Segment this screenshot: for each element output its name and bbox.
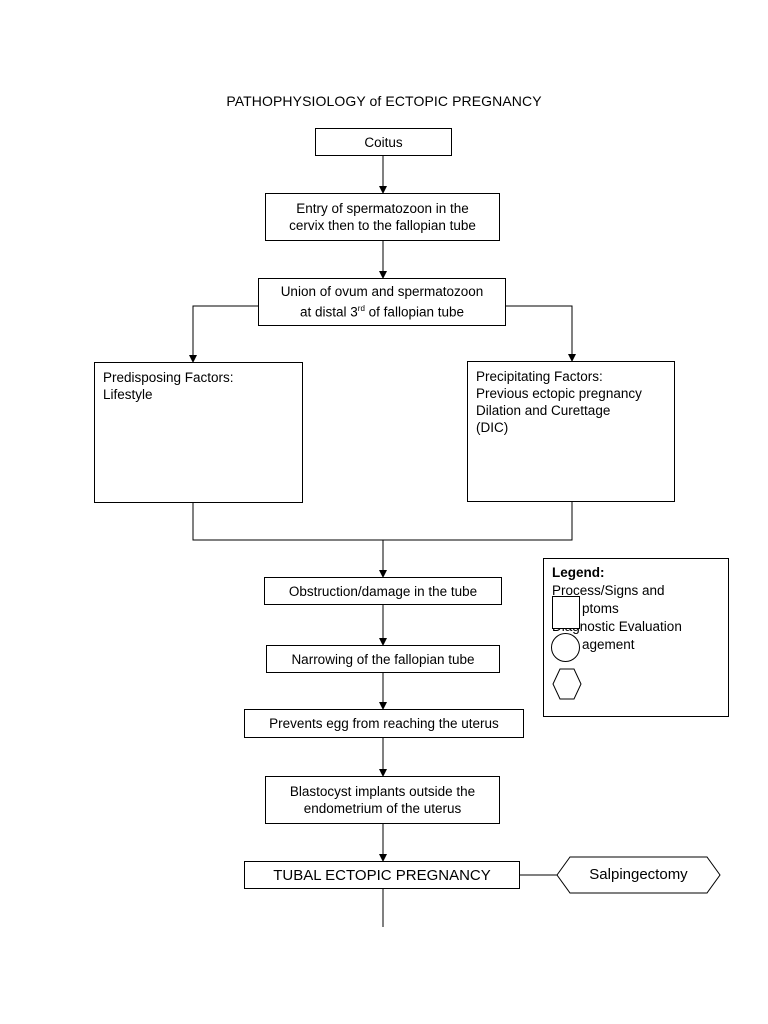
coitus-box: Coitus	[315, 128, 452, 156]
legend-line-4: agement	[582, 637, 635, 652]
tubal-ectopic-pregnancy-box: TUBAL ECTOPIC PREGNANCY	[244, 861, 520, 889]
salpingectomy-label: Salpingectomy	[589, 866, 688, 883]
precipitating-factors-box: Precipitating Factors: Previous ectopic …	[467, 361, 675, 502]
obstruction-box: Obstruction/damage in the tube	[264, 577, 502, 605]
legend-hexagon-icon	[552, 668, 582, 700]
precipitating-line-1: Precipitating Factors:	[476, 369, 603, 384]
union-line-2-sup: rd	[357, 304, 365, 314]
tubal-label: TUBAL ECTOPIC PREGNANCY	[273, 866, 491, 884]
union-line-2-post: of fallopian tube	[364, 304, 464, 320]
legend-line-2: ptoms	[582, 601, 619, 616]
prevents-box: Prevents egg from reaching the uterus	[244, 709, 524, 738]
blastocyst-line-1: Blastocyst implants outside the	[289, 784, 476, 799]
legend-heading: Legend:	[552, 565, 605, 580]
line-factors-merge	[192, 502, 573, 541]
obstruction-label: Obstruction/damage in the tube	[288, 583, 478, 599]
arrow-union-predisposing	[189, 305, 258, 363]
union-box: Union of ovum and spermatozoon at distal…	[258, 278, 506, 326]
legend-line-3: Diagnostic Evaluation	[552, 619, 682, 634]
precipitating-line-4: (DIC)	[476, 420, 509, 435]
arrow-union-precipitating	[506, 305, 576, 362]
blastocyst-line-2: endometrium of the uterus	[303, 801, 462, 816]
predisposing-line-1: Predisposing Factors:	[103, 370, 234, 385]
precipitating-line-3: Dilation and Curettage	[476, 403, 611, 418]
predisposing-factors-box: Predisposing Factors: Lifestyle	[94, 362, 303, 503]
union-line-2-pre: at distal 3	[300, 304, 358, 320]
prevents-label: Prevents egg from reaching the uterus	[269, 716, 499, 731]
entry-line-2: cervix then to the fallopian tube	[289, 218, 476, 233]
legend-line-1: Process/Signs and	[552, 583, 665, 598]
salpingectomy-hexagon	[556, 856, 721, 894]
narrowing-box: Narrowing of the fallopian tube	[266, 645, 500, 673]
entry-line-1: Entry of spermatozoon in the	[296, 201, 469, 216]
narrowing-label: Narrowing of the fallopian tube	[291, 651, 475, 667]
legend-rectangle-icon	[552, 596, 580, 629]
page-title: PATHOPHYSIOLOGY of ECTOPIC PREGNANCY	[226, 93, 542, 109]
coitus-label: Coitus	[364, 134, 403, 150]
legend-circle-icon	[551, 633, 580, 662]
blastocyst-box: Blastocyst implants outside the endometr…	[265, 776, 500, 824]
union-line-2: at distal 3rd of fallopian tube	[300, 300, 464, 321]
predisposing-line-2: Lifestyle	[103, 387, 153, 402]
precipitating-line-2: Previous ectopic pregnancy	[476, 386, 642, 401]
entry-box: Entry of spermatozoon in the cervix then…	[265, 193, 500, 241]
union-line-1: Union of ovum and spermatozoon	[280, 284, 484, 300]
